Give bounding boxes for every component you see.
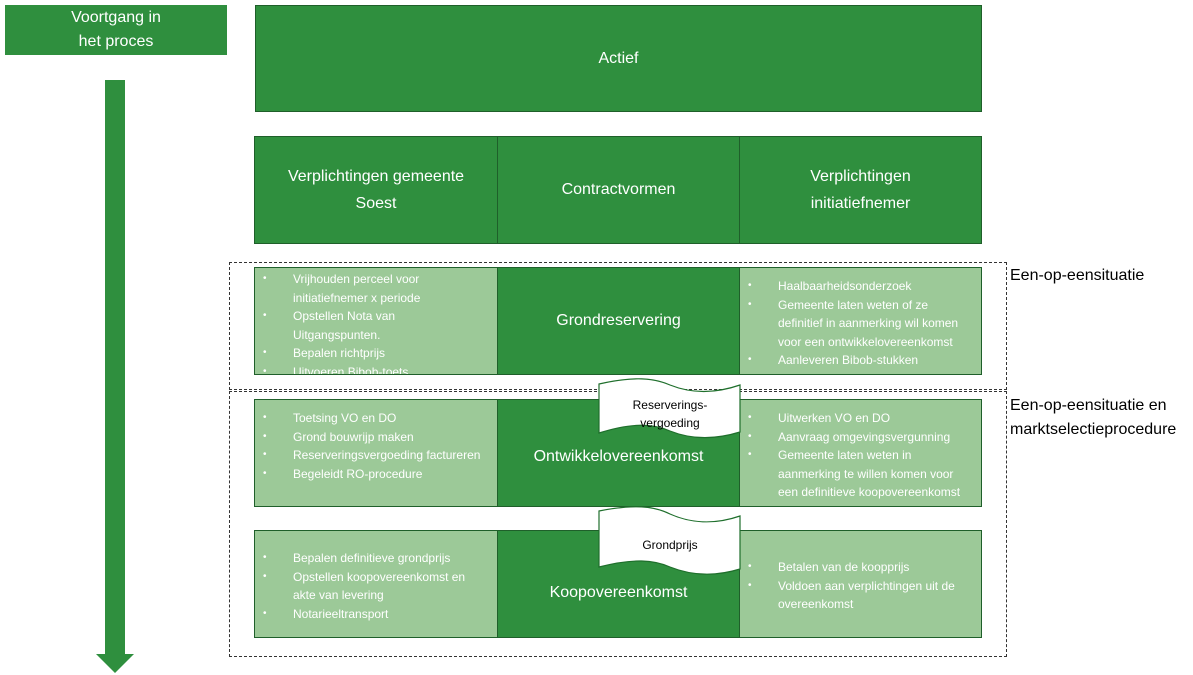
row-2-contract-label: Ontwikkelovereenkomst	[533, 448, 704, 465]
column-header-municipality-line-2: Soest	[355, 195, 397, 212]
row-2-initiator-obligations: Uitwerken VO en DO Aanvraag omgevingsver…	[739, 399, 982, 507]
list-item: Opstellen koopovereenkomst en akte van l…	[255, 568, 497, 605]
situation-label-one-on-one: Een-op-eensituatie	[1010, 267, 1145, 284]
list-item: Opstellen Nota van Uitgangspunten.	[255, 307, 497, 344]
list-item: Vrijhouden perceel voor initiatiefnemer …	[255, 270, 497, 307]
situation-label-market-selection: Een-op-eensituatie en marktselectieproce…	[1010, 394, 1176, 442]
list-item: Reserveringsvergoeding factureren	[255, 446, 497, 465]
list-item: Gemeente laten weten in aanmerking te wi…	[740, 446, 981, 502]
banner-reservation-fee-icon	[598, 378, 741, 439]
banner-reservation-fee-line-2: vergoeding	[640, 416, 700, 430]
list-item: Bepalen definitieve grondprijs	[255, 549, 497, 568]
list-item: Aanvraag omgevingsvergunning	[740, 428, 981, 447]
column-header-municipality-line-1: Verplichtingen gemeente	[287, 168, 465, 185]
header-title: Actief	[598, 49, 639, 67]
column-header-municipality: Verplichtingen gemeente Soest	[254, 136, 498, 244]
row-1-initiator-obligations: Haalbaarheidsonderzoek Gemeente laten we…	[739, 267, 982, 375]
row-3-municipality-obligations: Bepalen definitieve grondprijs Opstellen…	[254, 530, 498, 638]
row-3-contract-label: Koopovereenkomst	[549, 584, 688, 601]
column-header-contract-forms-label: Contractvormen	[561, 181, 676, 198]
progress-label: Voortgang in het proces	[5, 5, 227, 55]
banner-land-price-icon	[598, 506, 741, 575]
situation-label-market-selection-line-2: marktselectieprocedure	[1010, 421, 1177, 438]
list-item: Toetsing VO en DO	[255, 409, 497, 428]
list-item: Betalen van de koopprijs	[740, 558, 981, 577]
progress-arrow-icon	[96, 80, 134, 673]
progress-label-line-1: Voortgang in	[71, 9, 161, 26]
situation-label-market-selection-line-1: Een-op-eensituatie en	[1010, 397, 1167, 414]
list-item: Aanleveren Bibob-stukken	[740, 351, 981, 370]
progress-label-line-2: het proces	[78, 33, 154, 50]
row-1-contract-form: Grondreservering	[497, 267, 740, 375]
list-item: Uitwerken VO en DO	[740, 409, 981, 428]
row-2-municipality-obligations: Toetsing VO en DO Grond bouwrijp maken R…	[254, 399, 498, 507]
column-header-initiator: Verplichtingen initiatiefnemer	[739, 136, 982, 244]
banner-land-price-text: Grondprijs	[642, 538, 698, 552]
list-item: Grond bouwrijp maken	[255, 428, 497, 447]
list-item: Gemeente laten weten of ze definitief in…	[740, 296, 981, 352]
column-header-initiator-line-1: Verplichtingen	[810, 168, 911, 185]
list-item: Uitvoeren Bibob-toets	[255, 363, 497, 375]
list-item: Bepalen richtprijs	[255, 344, 497, 363]
row-1-contract-label: Grondreservering	[556, 312, 681, 329]
banner-reservation-fee-text: Reserverings- vergoeding	[598, 396, 742, 432]
list-item: Haalbaarheidsonderzoek	[740, 277, 981, 296]
list-item: Begeleidt RO-procedure	[255, 465, 497, 484]
row-1-municipality-obligations: Vrijhouden perceel voor initiatiefnemer …	[254, 267, 498, 375]
column-header-contract-forms: Contractvormen	[497, 136, 740, 244]
banner-reservation-fee-line-1: Reserverings-	[632, 398, 708, 412]
row-3-initiator-obligations: Betalen van de koopprijs Voldoen aan ver…	[739, 530, 982, 638]
situation-outline-one-on-one	[229, 262, 1007, 390]
column-header-initiator-line-2: initiatiefnemer	[810, 195, 911, 212]
header-active: Actief	[255, 5, 982, 112]
list-item: Voldoen aan verplichtingen uit de overee…	[740, 577, 981, 614]
list-item: Notarieeltransport	[255, 605, 497, 624]
